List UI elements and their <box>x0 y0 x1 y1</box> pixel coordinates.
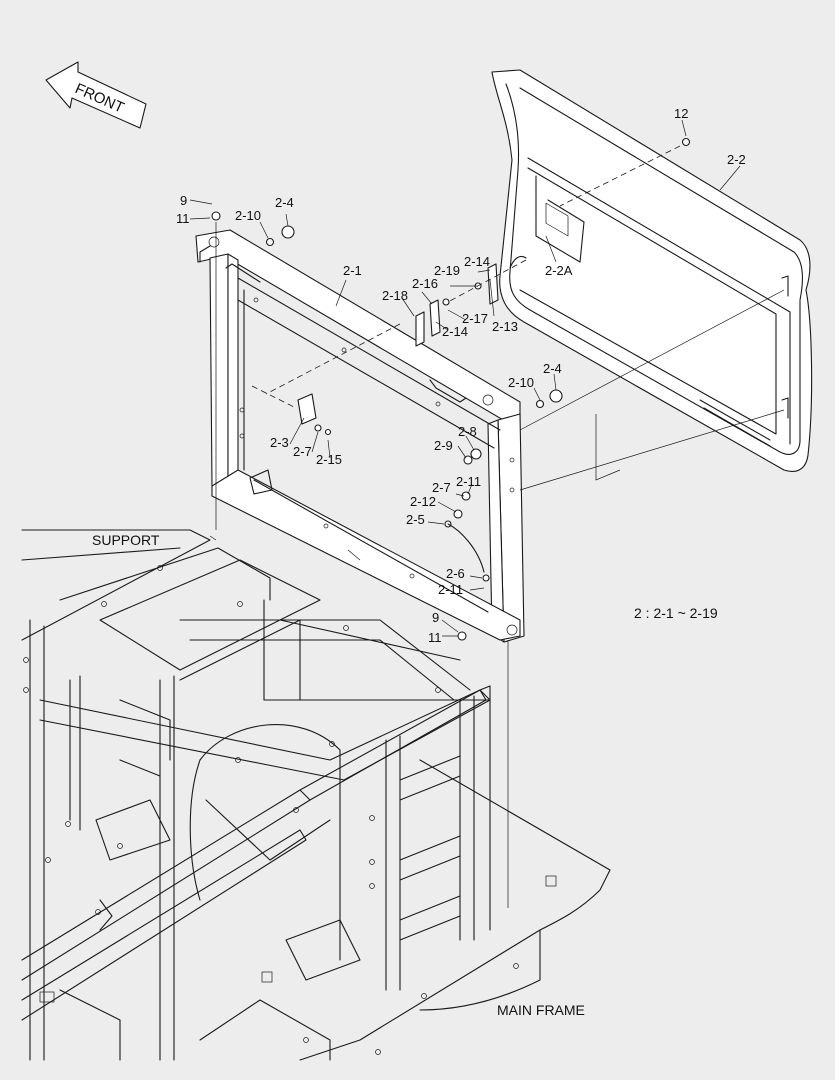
callout-9-bot: 9 <box>432 610 439 625</box>
leader-lines <box>189 119 741 637</box>
callout-2-17: 2-17 <box>462 311 488 326</box>
callout-2-2a: 2-2A <box>545 263 573 278</box>
callout-2-4-mid: 2-4 <box>543 361 562 376</box>
callout-2-7-a: 2-7 <box>293 444 312 459</box>
support-structure <box>21 529 491 1061</box>
bolt-heads <box>23 565 519 1055</box>
vertical-frame-posts <box>385 685 491 991</box>
callout-2-11-a: 2-11 <box>456 474 481 489</box>
callout-2-14-a: 2-14 <box>464 254 490 269</box>
callout-9-top: 9 <box>180 193 187 208</box>
callout-2-5: 2-5 <box>406 512 425 527</box>
callout-11-bot: 11 <box>428 630 442 645</box>
assembly-guide-lines <box>215 145 785 908</box>
callout-2-2: 2-2 <box>727 152 746 167</box>
callout-2-12: 2-12 <box>410 494 436 509</box>
hardware-parts <box>211 137 691 641</box>
callout-2-13: 2-13 <box>492 319 518 334</box>
callout-2-18: 2-18 <box>382 288 408 303</box>
callout-2-10-mid: 2-10 <box>508 375 534 390</box>
callout-2-4-top: 2-4 <box>275 195 294 210</box>
group-note: 2 : 2-1 ~ 2-19 <box>634 605 718 621</box>
callout-2-10-top: 2-10 <box>235 208 261 223</box>
callout-11-top: 11 <box>176 211 190 226</box>
main-frame-label: MAIN FRAME <box>497 1002 585 1018</box>
callout-12: 12 <box>674 106 688 121</box>
support-label: SUPPORT <box>92 532 160 548</box>
fan-shroud <box>95 619 471 981</box>
callout-2-14-b: 2-14 <box>442 324 468 339</box>
callout-2-7-b: 2-7 <box>432 480 451 495</box>
callout-2-16: 2-16 <box>412 276 438 291</box>
callout-2-1: 2-1 <box>343 263 362 278</box>
callout-2-9: 2-9 <box>434 438 453 453</box>
callout-labels: 12 2-2 2-2A 9 11 2-4 2-10 2-1 2-14 2-19 … <box>176 106 746 645</box>
callout-2-3: 2-3 <box>270 435 289 450</box>
diagonal-beams <box>21 689 487 1021</box>
callout-2-6: 2-6 <box>446 566 465 581</box>
callout-2-19: 2-19 <box>434 263 460 278</box>
front-direction-arrow: FRONT <box>45 61 147 129</box>
frame-assembly-2-1 <box>195 229 525 643</box>
cover-panel-2-2 <box>491 69 813 473</box>
callout-2-15: 2-15 <box>316 452 342 467</box>
callout-2-8: 2-8 <box>458 424 477 439</box>
main-frame <box>39 759 611 1061</box>
callout-2-11-b: 2-11 <box>438 582 463 597</box>
